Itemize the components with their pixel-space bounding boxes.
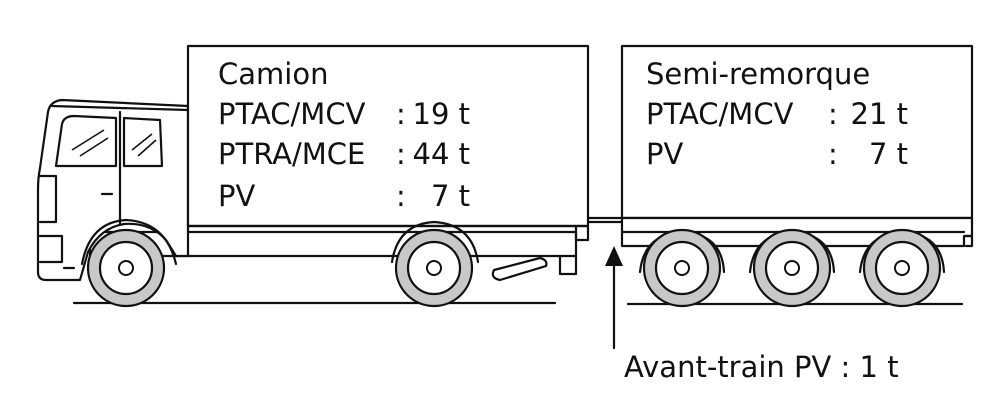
truck-front-wheel bbox=[80, 218, 178, 308]
truck-info: Camion PTAC/MCV : 19 t PTRA/MCE : 44 t P… bbox=[218, 57, 470, 213]
truck-row-value: 7 t bbox=[431, 179, 470, 213]
trailer-row-sep: : bbox=[828, 137, 838, 171]
truck-rear-wheel bbox=[390, 220, 480, 308]
trailer-wheel-2 bbox=[748, 228, 836, 308]
truck-row-sep: : bbox=[396, 137, 406, 171]
truck-row-sep: : bbox=[396, 179, 406, 213]
truck-row-sep: : bbox=[396, 97, 406, 131]
trailer-title: Semi-remorque bbox=[646, 57, 870, 91]
trailer-row-value: 21 t bbox=[851, 97, 909, 131]
truck-row-value: 44 t bbox=[413, 137, 471, 171]
trailer-row-value: 7 t bbox=[869, 137, 908, 171]
annotation-pointer bbox=[605, 246, 623, 350]
avant-train-label: Avant-train PV : 1 t bbox=[624, 350, 899, 384]
trailer-wheel-3 bbox=[858, 228, 946, 308]
trailer-wheel-1 bbox=[638, 228, 726, 308]
truck-title: Camion bbox=[218, 57, 328, 91]
truck-row-label: PV bbox=[218, 179, 255, 213]
truck-row-value: 19 t bbox=[413, 97, 471, 131]
truck-row-label: PTRA/MCE bbox=[218, 137, 365, 171]
trailer-info: Semi-remorque PTAC/MCV : 21 t PV : 7 t bbox=[646, 57, 908, 171]
support-leg bbox=[491, 256, 548, 282]
truck-cargo-box bbox=[186, 44, 590, 228]
trailer-row-sep: : bbox=[828, 97, 838, 131]
truck-cargo-floor bbox=[186, 224, 590, 242]
truck-cab bbox=[36, 98, 190, 282]
trailer-cargo-box bbox=[620, 44, 974, 220]
trailer-row-label: PTAC/MCV bbox=[646, 97, 794, 131]
truck-row-label: PTAC/MCV bbox=[218, 97, 366, 131]
trailer-row-label: PV bbox=[646, 137, 683, 171]
